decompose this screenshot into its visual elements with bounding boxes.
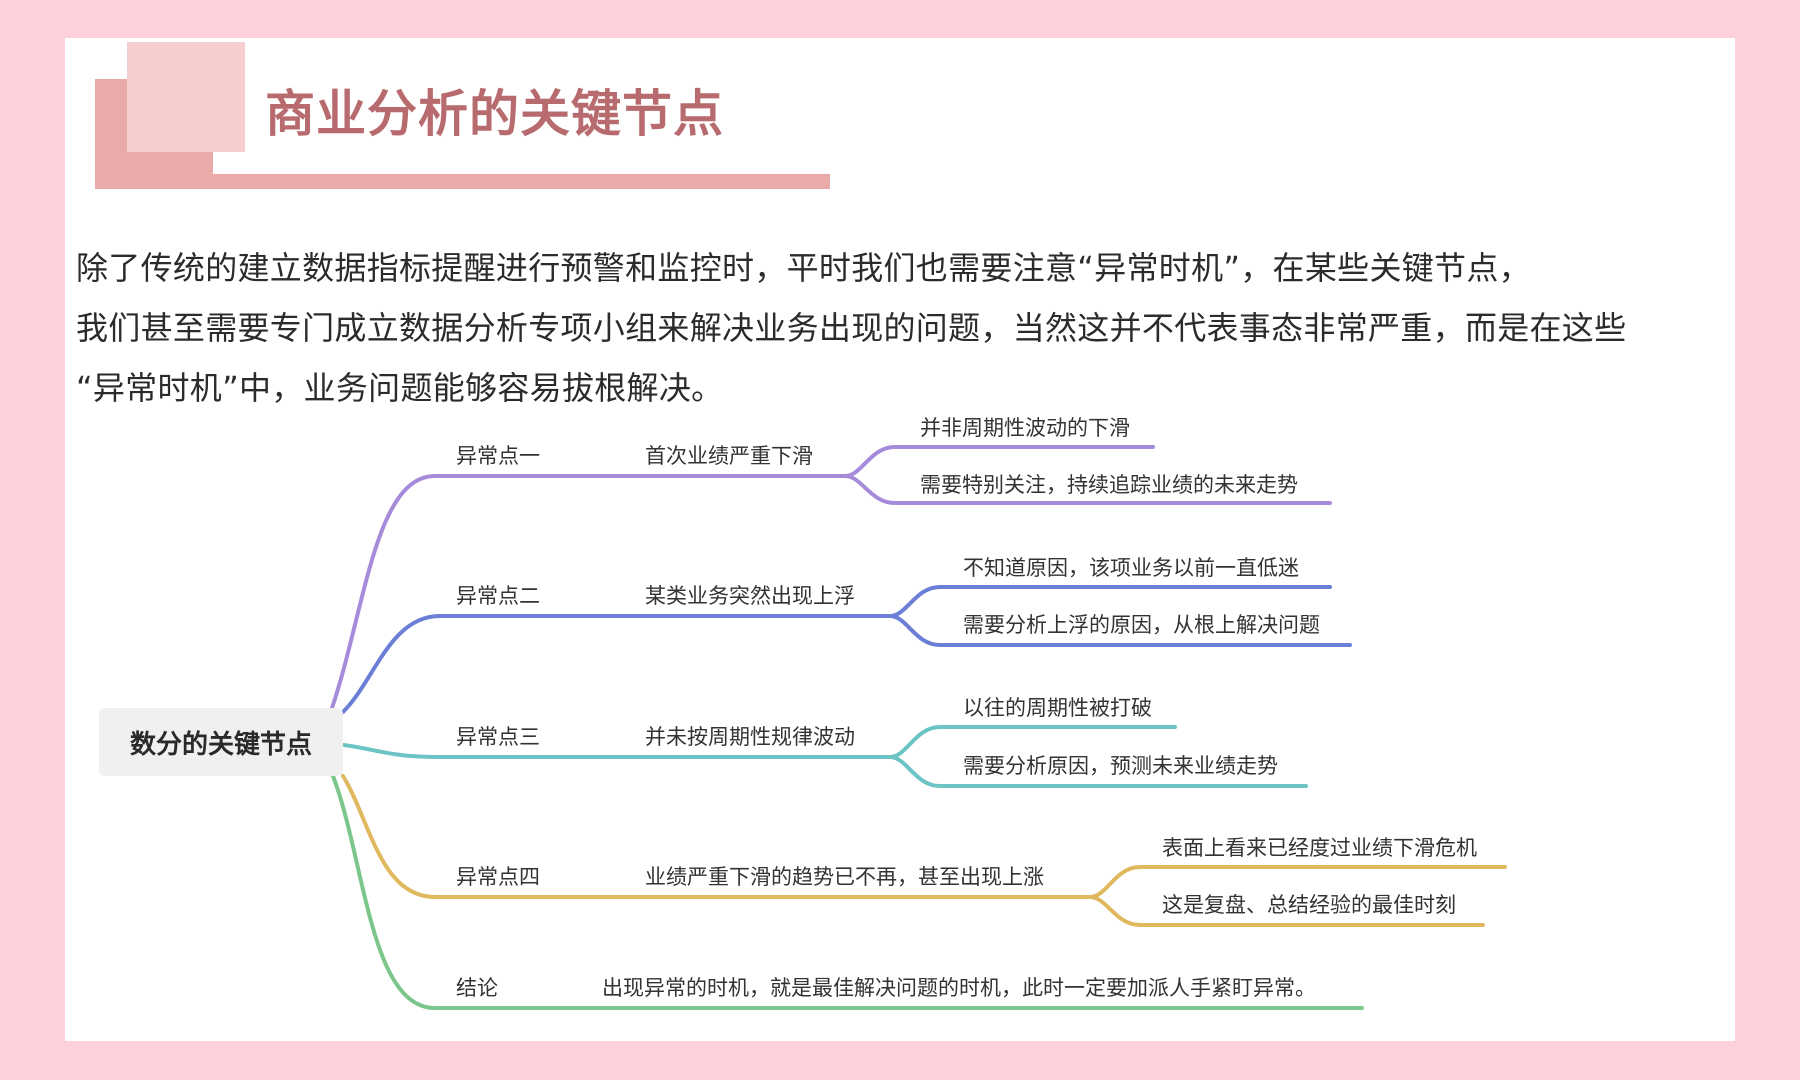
branch-2-child-1[interactable]: 不知道原因，该项业务以前一直低迷 — [963, 556, 1299, 580]
branch-2-connector — [341, 585, 1352, 714]
title-decoration-light-square — [127, 42, 245, 152]
intro-line-1: 除了传统的建立数据指标提醒进行预警和监控时，平时我们也需要注意“异常时机”，在某… — [76, 249, 1531, 287]
branch-1-connector — [330, 445, 1332, 710]
title-underline-bar — [213, 174, 830, 189]
branch-5-summary[interactable]: 出现异常的时机，就是最佳解决问题的时机，此时一定要加派人手紧盯异常。 — [602, 976, 1316, 1000]
branch-2-child-2[interactable]: 需要分析上浮的原因，从根上解决问题 — [963, 613, 1320, 637]
branch-4-summary[interactable]: 业绩严重下滑的趋势已不再，甚至出现上涨 — [645, 865, 1044, 889]
branch-5-label[interactable]: 结论 — [456, 976, 498, 1000]
mindmap-root-node[interactable]: 数分的关键节点 — [99, 708, 343, 776]
branch-3-connector — [342, 725, 1308, 788]
intro-line-2: 我们甚至需要专门成立数据分析专项小组来解决业务出现的问题，当然这并不代表事态非常… — [76, 309, 1627, 347]
branch-5-connector — [331, 774, 1364, 1010]
branch-3-label[interactable]: 异常点三 — [456, 725, 540, 749]
branch-1-child-2[interactable]: 需要特别关注，持续追踪业绩的未来走势 — [920, 473, 1298, 497]
branch-4-child-1[interactable]: 表面上看来已经度过业绩下滑危机 — [1162, 836, 1477, 860]
branch-4-child-2[interactable]: 这是复盘、总结经验的最佳时刻 — [1162, 893, 1456, 917]
page-title: 商业分析的关键节点 — [265, 85, 724, 143]
branch-1-summary[interactable]: 首次业绩严重下滑 — [645, 444, 813, 468]
branch-4-connector — [341, 774, 1507, 927]
intro-line-3: “异常时机”中，业务问题能够容易拔根解决。 — [76, 369, 724, 407]
branch-1-label[interactable]: 异常点一 — [456, 444, 540, 468]
branch-2-label[interactable]: 异常点二 — [456, 584, 540, 608]
branch-2-summary[interactable]: 某类业务突然出现上浮 — [645, 584, 855, 608]
branch-3-summary[interactable]: 并未按周期性规律波动 — [645, 725, 855, 749]
slide-card — [65, 38, 1735, 1041]
branch-4-label[interactable]: 异常点四 — [456, 865, 540, 889]
branch-3-child-1[interactable]: 以往的周期性被打破 — [963, 696, 1152, 720]
branch-3-child-2[interactable]: 需要分析原因，预测未来业绩走势 — [963, 754, 1278, 778]
branch-1-child-1[interactable]: 并非周期性波动的下滑 — [920, 416, 1130, 440]
